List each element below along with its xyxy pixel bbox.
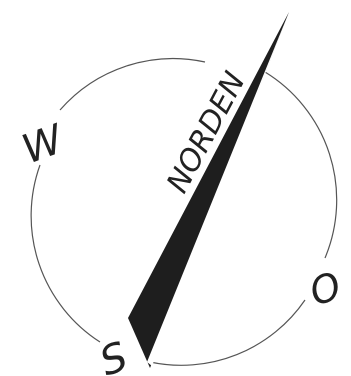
east-label: O [304, 263, 347, 315]
south-label: S [94, 334, 134, 376]
circle-arc-top-left [60, 59, 205, 110]
compass-needle [128, 12, 289, 368]
circle-arc-top-right [265, 72, 337, 258]
circle-arc-left [31, 165, 100, 342]
needle-body [128, 12, 289, 368]
west-label: W [16, 116, 70, 173]
